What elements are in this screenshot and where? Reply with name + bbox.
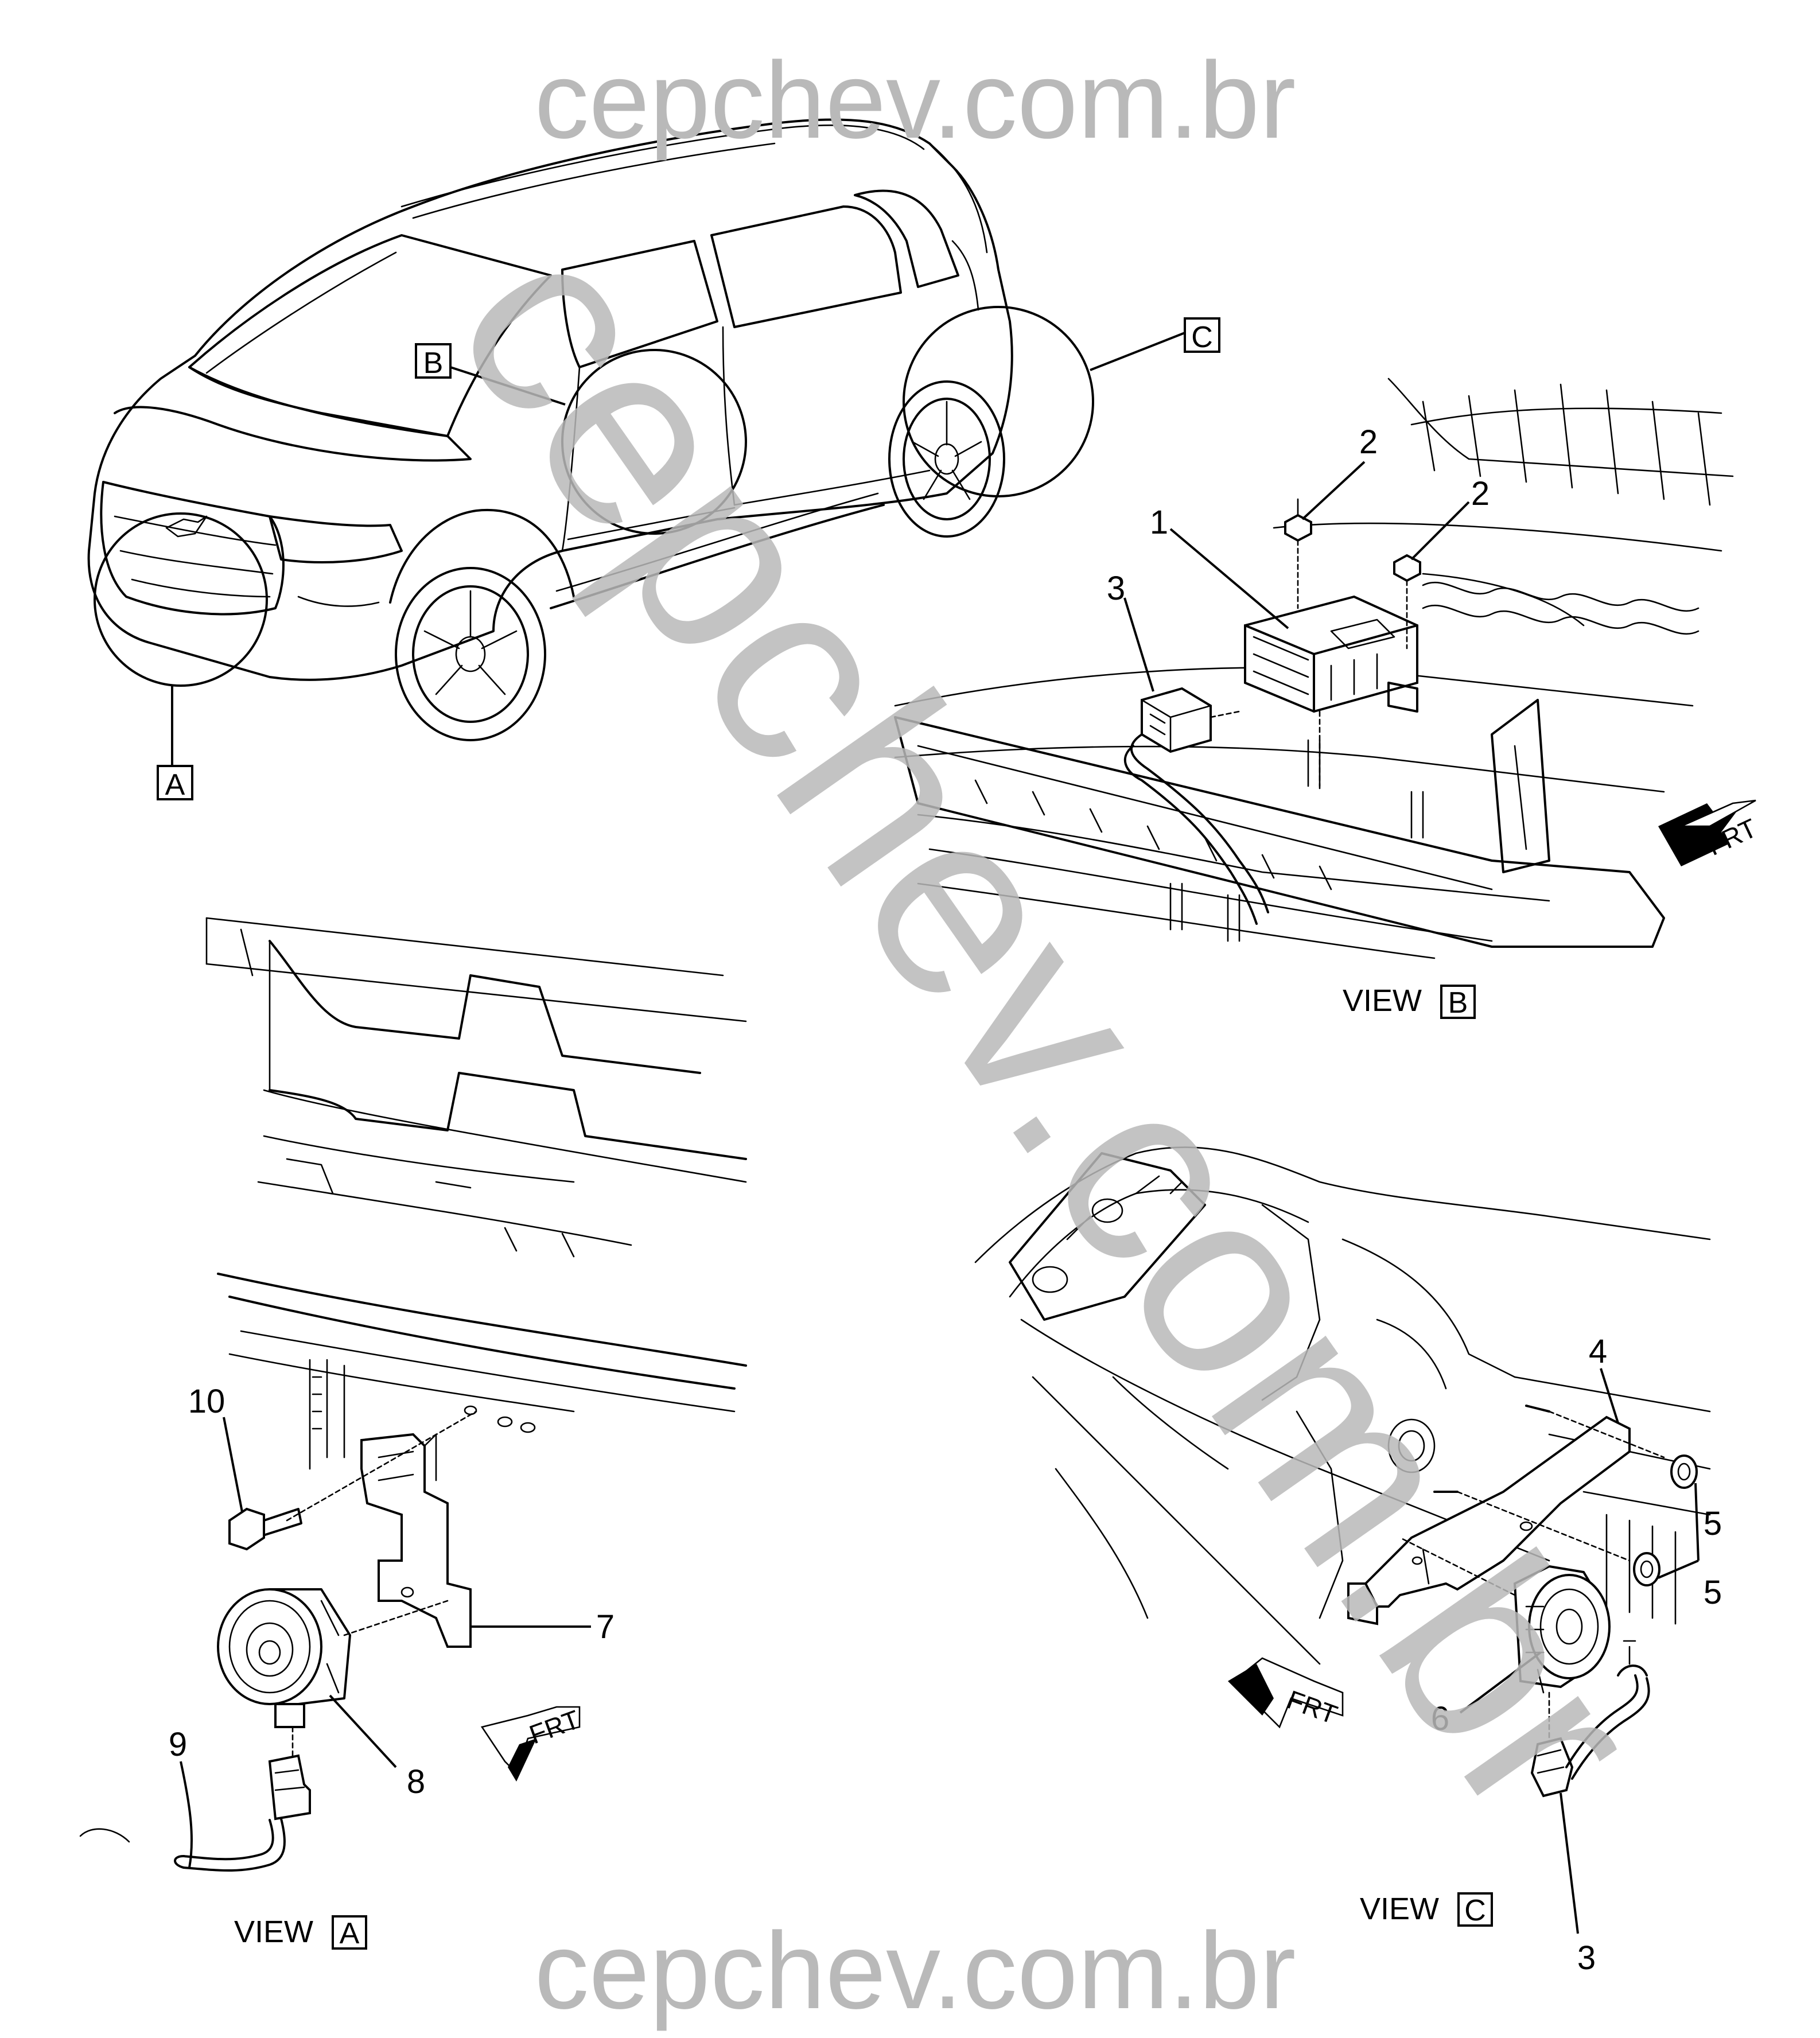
sensor-bracket	[360, 1433, 472, 1648]
svg-text:C: C	[1464, 1894, 1486, 1927]
rear-sensor-bracket	[1347, 1415, 1631, 1625]
bracket-nut-upper	[1670, 1454, 1698, 1489]
module-harness-connector	[1123, 687, 1269, 925]
watermark-bottom: cepchev.com.br	[534, 1910, 1296, 2032]
callout-8: 8	[407, 1763, 425, 1800]
detail-label-b: B	[415, 343, 452, 380]
watermark-top: cepchev.com.br	[534, 40, 1296, 161]
view-b-detail: 1 2 2 3 FRT VIEW B	[894, 378, 1761, 1020]
callout-7: 7	[596, 1608, 615, 1646]
callout-2-left: 2	[1359, 423, 1378, 461]
svg-text:VIEW: VIEW	[234, 1915, 313, 1949]
callout-9: 9	[169, 1726, 187, 1763]
detail-label-a: A	[157, 765, 193, 802]
svg-text:A: A	[165, 768, 185, 802]
vehicle-overview: A B C	[87, 118, 1220, 802]
bracket-nut-lower	[1633, 1552, 1660, 1586]
view-c-label: VIEW C	[1360, 1892, 1493, 1927]
callout-1: 1	[1150, 504, 1168, 541]
watermark-diagonal: cepchev.com.br	[399, 187, 1699, 1867]
sensor-harness	[79, 1754, 311, 1872]
detail-label-c: C	[1184, 317, 1220, 354]
svg-text:B: B	[1448, 986, 1468, 1020]
callout-5-upper: 5	[1704, 1505, 1722, 1542]
view-a-detail: 10 7 8 9 FRT VIEW A	[79, 917, 747, 1950]
front-direction-arrow-view-b: FRT	[1658, 799, 1761, 866]
view-c-detail: 4 5 5 6 3 FRT VIEW C	[974, 1146, 1722, 1977]
module-nut-left	[1284, 498, 1312, 609]
callout-3-view-b: 3	[1107, 570, 1125, 607]
bracket-bolt	[228, 1507, 302, 1551]
callout-2-right: 2	[1471, 475, 1490, 512]
module-nut-right	[1393, 554, 1421, 649]
callout-5-lower: 5	[1704, 1574, 1722, 1611]
callout-4: 4	[1589, 1333, 1607, 1370]
svg-text:VIEW: VIEW	[1343, 983, 1422, 1018]
svg-text:B: B	[423, 347, 444, 380]
svg-text:FRT: FRT	[526, 1704, 584, 1749]
view-b-label: VIEW B	[1343, 983, 1476, 1020]
callout-6: 6	[1431, 1700, 1449, 1737]
svg-text:C: C	[1191, 321, 1213, 354]
impact-sensor-front	[217, 1588, 351, 1728]
callout-10: 10	[188, 1383, 225, 1420]
rear-sensor-harness	[1530, 1640, 1650, 1798]
callout-3-view-c: 3	[1577, 1939, 1596, 1977]
svg-text:A: A	[340, 1917, 360, 1950]
front-direction-arrow-view-a: FRT	[480, 1704, 584, 1782]
svg-text:VIEW: VIEW	[1360, 1892, 1439, 1926]
view-a-label: VIEW A	[234, 1915, 367, 1950]
sensing-diagnostic-module	[1244, 595, 1418, 713]
